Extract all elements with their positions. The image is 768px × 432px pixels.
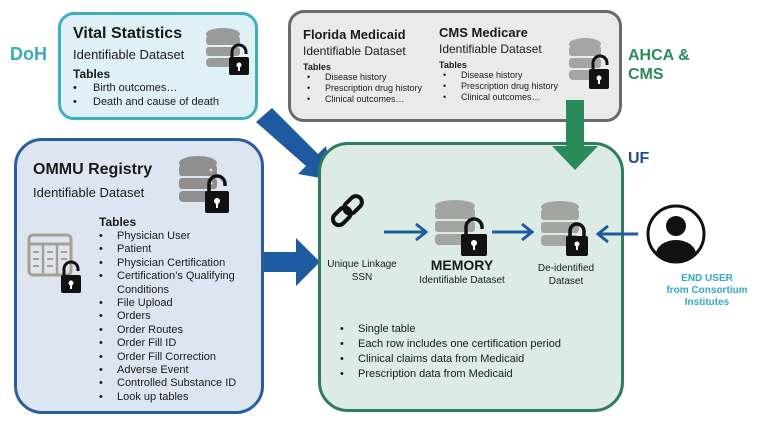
florida-medicaid-tables-heading: Tables (303, 62, 331, 72)
list-item: Order Fill ID (95, 337, 265, 351)
vital-statistics-title: Vital Statistics (73, 25, 183, 42)
list-item: Prescription drug history (303, 83, 422, 94)
vital-statistics-table-list: Birth outcomes… Death and cause of death (69, 81, 219, 109)
ommu-tables-heading: Tables (99, 215, 137, 229)
list-item: Controlled Substance ID (95, 377, 265, 391)
cms-label-line: CMS (628, 66, 664, 83)
cms-medicare-title: CMS Medicare (439, 25, 528, 40)
ahca-cms-label: AHCA & CMS (628, 46, 690, 84)
ommu-table-list: Physician User Patient Physician Certifi… (95, 230, 265, 405)
deidentified-line: De-identified (537, 263, 595, 274)
database-unlocked-icon (569, 38, 609, 89)
memory-title: MEMORY (430, 257, 494, 273)
florida-medicaid-table-list: Disease history Prescription drug histor… (303, 72, 422, 105)
table-unlocked-icon (27, 233, 81, 293)
list-item: Clinical outcomes… (303, 94, 422, 105)
list-item: Orders (95, 310, 265, 324)
database-unlocked-icon (179, 156, 229, 213)
end-user-line: END USER (681, 273, 733, 284)
uf-dataset-bullets: Single table Each row includes one certi… (336, 322, 561, 382)
list-item: Disease history (439, 70, 558, 81)
deidentified-dataset-label: De-identified Dataset (526, 262, 606, 288)
deidentified-line: Dataset (548, 276, 584, 287)
cms-medicare-tables-heading: Tables (439, 60, 467, 70)
database-unlocked-icon (206, 28, 249, 75)
arrow-medicaid-to-uf-head (552, 100, 598, 170)
uf-label: UF (628, 150, 650, 167)
cms-medicare-subtitle: Identifiable Dataset (439, 42, 542, 56)
list-item: Prescription data from Medicaid (336, 367, 561, 382)
cms-medicare-table-list: Disease history Prescription drug histor… (439, 70, 558, 103)
list-item: Order Fill Correction (95, 351, 265, 365)
list-item: Birth outcomes… (69, 81, 219, 95)
database-unlocked-icon (435, 200, 487, 256)
vital-statistics-subtitle: Identifiable Dataset (73, 47, 185, 62)
end-user-label: END USER from Consortium Institutes (652, 273, 762, 309)
arrow-enduser-to-deidentified (595, 224, 638, 244)
cms-medicare-column: CMS Medicare Identifiable Dataset Tables… (439, 25, 558, 103)
list-item: Clinical outcomes… (439, 92, 558, 103)
doh-label: DoH (10, 44, 47, 64)
ommu-registry-title: OMMU Registry (33, 161, 153, 178)
vital-statistics-box: Vital Statistics Identifiable Dataset Ta… (58, 12, 258, 120)
list-item: Physician User (95, 230, 265, 244)
list-item: Order Routes (95, 324, 265, 338)
ahca-label-line: AHCA & (628, 47, 690, 64)
arrow-vital-to-uf (256, 108, 332, 180)
ommu-registry-subtitle: Identifiable Dataset (33, 185, 145, 200)
arrow-linkage-to-memory (384, 222, 429, 242)
florida-medicaid-column: Florida Medicaid Identifiable Dataset Ta… (303, 27, 422, 105)
arrow-memory-to-deidentified (492, 222, 535, 242)
list-item: Prescription drug history (439, 81, 558, 92)
list-item: Look up tables (95, 391, 265, 405)
list-item: Clinical claims data from Medicaid (336, 352, 561, 367)
linkage-line: SSN (351, 272, 373, 283)
vital-statistics-tables-heading: Tables (73, 67, 111, 81)
database-locked-icon (541, 201, 588, 256)
end-user-line: Institutes (684, 297, 730, 308)
chain-link-icon (330, 194, 364, 228)
list-item: Certification’s Qualifying Conditions (95, 270, 265, 297)
end-user-line: from Consortium (666, 285, 748, 296)
florida-medicaid-subtitle: Identifiable Dataset (303, 44, 406, 58)
unique-linkage-label: Unique Linkage SSN (322, 258, 402, 284)
list-item: Disease history (303, 72, 422, 83)
list-item: Each row includes one certification peri… (336, 337, 561, 352)
list-item: Physician Certification (95, 257, 265, 271)
memory-subtitle: Identifiable Dataset (419, 275, 505, 286)
list-item: Single table (336, 322, 561, 337)
linkage-line: Unique Linkage (327, 259, 397, 270)
florida-medicaid-title: Florida Medicaid (303, 27, 406, 42)
list-item: Patient (95, 243, 265, 257)
arrow-ommu-to-uf (264, 238, 320, 286)
ommu-registry-box: OMMU Registry Identifiable Dataset Table… (14, 138, 264, 414)
list-item: Death and cause of death (69, 95, 219, 109)
list-item: Adverse Event (95, 364, 265, 378)
list-item: File Upload (95, 297, 265, 311)
user-avatar-icon (646, 204, 706, 264)
